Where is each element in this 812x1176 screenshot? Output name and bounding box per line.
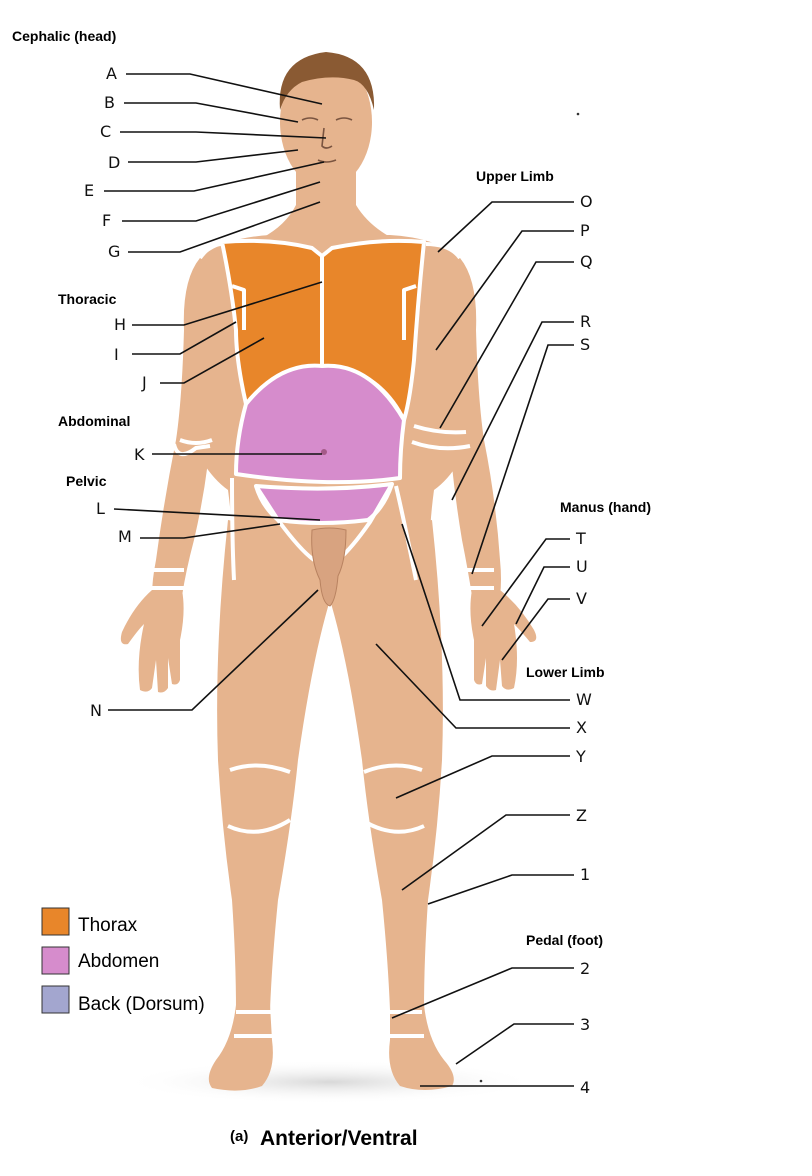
leader-F [122,181,321,222]
label-Q: Q [580,252,593,271]
label-W: W [576,690,592,709]
leader-A [126,73,323,105]
label-U: U [576,557,588,576]
right-hand [120,590,184,693]
label-L: L [96,499,105,518]
label-2: 2 [580,959,590,978]
label-C: C [100,122,111,141]
label-1: 1 [580,865,590,884]
right-foot [208,1005,273,1091]
label-K: K [134,445,145,464]
leader-B [124,102,299,123]
face-details [301,117,353,163]
legend-swatch-abdomen [41,946,70,975]
leader-U [515,566,570,625]
caption-title: Anterior/Ventral [260,1127,418,1150]
legend: Thorax Abdomen Back (Dorsum) [41,907,205,1015]
caption-marker: (a) [230,1128,248,1145]
label-X: X [576,718,587,737]
legend-swatch-thorax [41,907,70,936]
stray-dot [576,112,580,116]
label-V: V [576,589,587,608]
right-axilla-line [231,284,246,330]
leader-G [128,201,321,253]
floor-shadow [120,1060,540,1104]
label-S: S [580,335,590,354]
left-labels: A B C D E F G H I J K L M N [84,64,327,720]
leader-N [108,589,319,711]
label-P: P [580,221,590,240]
label-H: H [114,315,126,334]
header-manus: Manus (hand) [560,499,651,515]
leader-E [104,161,325,192]
header-cephalic: Cephalic (head) [12,28,116,44]
label-R: R [580,312,591,331]
label-A: A [106,64,117,83]
genitals [311,527,347,607]
label-T: T [575,529,586,548]
leader-Q [439,261,574,429]
leader-1 [427,874,574,905]
neck [262,160,392,238]
leader-J [160,337,265,384]
left-arm [432,258,501,596]
label-N: N [90,701,102,720]
leader-V [501,598,570,661]
header-upper-limb: Upper Limb [476,168,554,184]
legend-swatch-back [41,985,70,1014]
leader-Y [395,755,570,799]
leader-W [401,523,570,701]
legend-label-abdomen: Abdomen [78,951,159,972]
leader-T [481,538,570,627]
header-pedal: Pedal (foot) [526,932,603,948]
header-lower-limb: Lower Limb [526,664,605,680]
leader-H [132,281,323,326]
legend-label-back: Back (Dorsum) [78,994,205,1015]
leader-L [113,508,321,521]
leader-3 [455,1023,574,1065]
label-I: I [114,345,119,364]
label-M: M [118,527,132,546]
left-foot [389,1005,454,1090]
navel [321,449,327,455]
right-labels: O P Q R S T U V W X Y Z 1 2 3 4 [375,192,593,1097]
label-F: F [102,211,111,230]
leader-I [132,321,237,355]
header-thoracic: Thoracic [58,291,117,307]
leader-S [471,344,574,575]
label-Z: Z [576,806,587,825]
abdomen-region [234,363,406,485]
label-E: E [84,181,94,200]
leader-R [451,321,574,501]
label-J: J [141,373,147,392]
left-axilla-line [402,284,417,340]
leader-C [120,131,327,139]
leader-P [435,230,574,351]
header-pelvic: Pelvic [66,473,107,489]
leader-M [140,523,281,539]
label-B: B [104,93,115,112]
leader-O [437,201,574,253]
right-leg [217,520,330,1010]
hair [279,52,375,110]
head [280,56,372,188]
label-Y: Y [575,747,586,766]
leader-X [375,643,570,729]
stray-dot [479,1079,483,1083]
label-O: O [580,192,593,211]
legend-label-thorax: Thorax [78,915,138,936]
header-abdominal: Abdominal [58,413,130,429]
leader-Z [401,814,570,891]
label-G: G [108,242,120,261]
leader-D [128,149,299,163]
leader-2 [391,967,574,1019]
label-D: D [108,153,120,172]
label-3: 3 [580,1015,590,1034]
label-4: 4 [580,1078,590,1097]
